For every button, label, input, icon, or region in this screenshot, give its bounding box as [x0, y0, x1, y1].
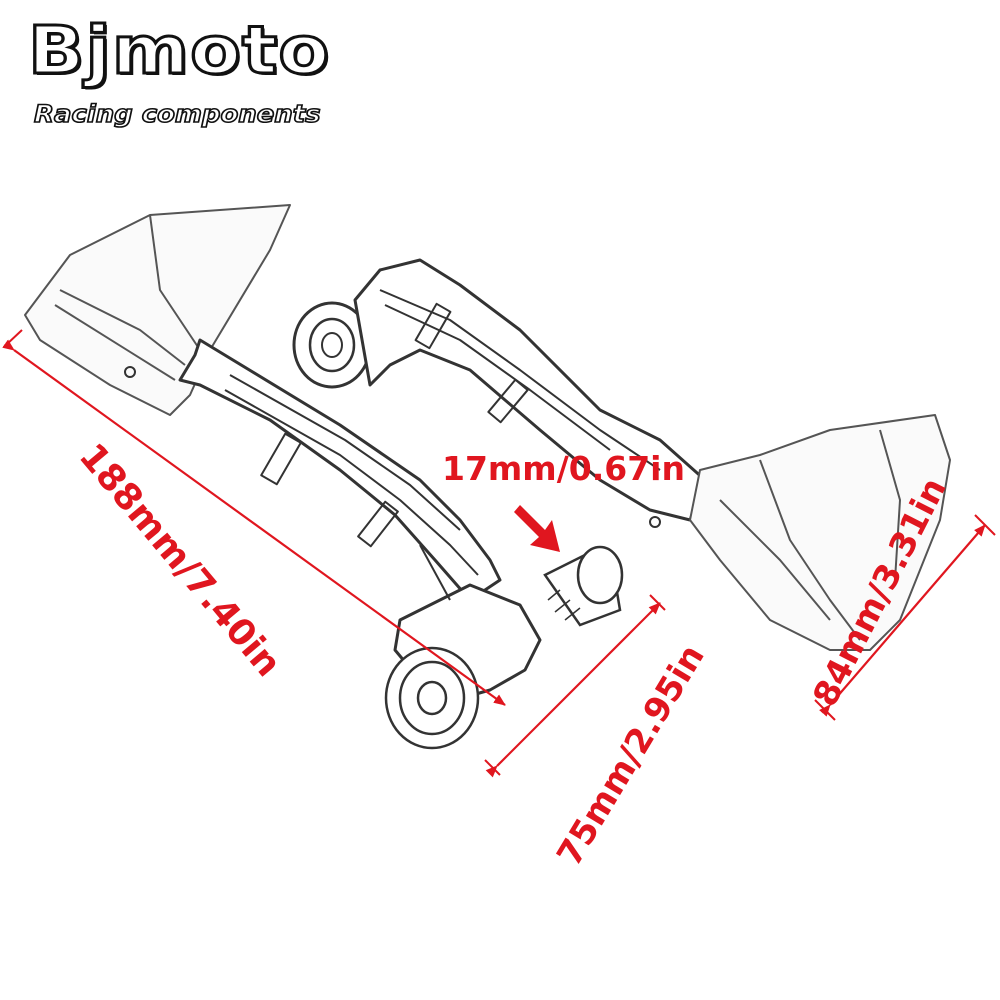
dimension-lines — [2, 329, 996, 778]
brand-logo: Bjmoto Racing components — [22, 12, 342, 133]
length-dimension-line — [2, 339, 506, 706]
bar-end-dimension-line — [485, 602, 661, 778]
arrow-down-right-icon — [514, 505, 560, 552]
guard-height-dimension-line — [819, 524, 986, 717]
diameter-label: 17mm/0.67in — [442, 449, 685, 488]
brand-tagline: Racing components — [33, 100, 321, 128]
brand-name: Bjmoto — [26, 12, 331, 89]
